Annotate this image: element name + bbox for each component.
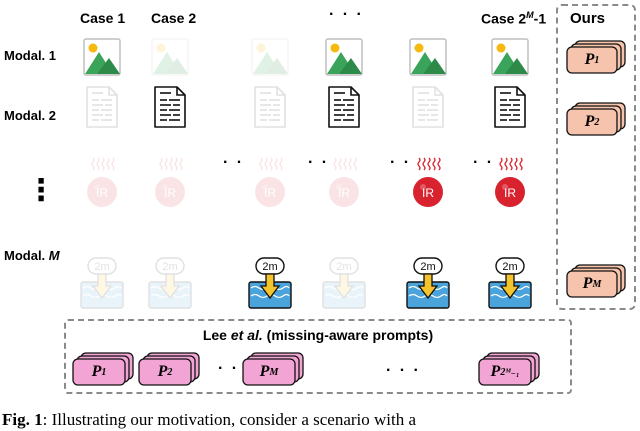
ir-label: IR (338, 186, 350, 200)
landscape-image-icon (151, 38, 189, 76)
infrared-sensor-icon: IR (87, 157, 117, 207)
depth-water-icon: 2m (488, 257, 532, 309)
depth-label: 2m (502, 261, 517, 273)
ir-label: IR (422, 186, 434, 200)
figure-caption: Fig. 1: Illustrating our motivation, con… (2, 410, 417, 429)
header-case-2: Case 2 (151, 10, 197, 26)
depth-label: 2m (162, 261, 177, 273)
document-icon (254, 86, 286, 128)
row-label-modal-2: Modal. 2 (4, 108, 57, 123)
depth-label: 2m (262, 261, 277, 273)
depth-label: 2m (420, 261, 435, 273)
depth-label: 2m (336, 261, 351, 273)
landscape-image-icon (491, 38, 529, 76)
lee-title: Lee et al. (missing-aware prompts) (202, 327, 434, 343)
ir-label: IR (96, 186, 108, 200)
depth-water-icon: 2m (148, 257, 192, 309)
row-label-vdots: ⋮ (26, 174, 56, 207)
infrared-sensor-icon: IR (155, 157, 185, 207)
header-ellipsis: · · · (329, 6, 364, 23)
infrared-sensor-icon: IR (255, 157, 285, 207)
document-icon (494, 86, 526, 128)
lee-dots-small: · · (218, 360, 240, 377)
between-dots-1: · · (223, 154, 245, 171)
ours-panel (556, 4, 636, 310)
between-dots-2: · · (308, 154, 330, 171)
row-label-modal-m: Modal. M (4, 248, 60, 263)
document-icon (86, 86, 118, 128)
between-dots-4: · · (473, 154, 495, 171)
depth-water-icon: 2m (80, 257, 124, 309)
header-ours: Ours (570, 10, 606, 27)
header-last-case: Case 2M-1 (481, 10, 547, 27)
lee-panel: Lee et al. (missing-aware prompts) (64, 319, 572, 394)
row-label-modal-1: Modal. 1 (4, 48, 57, 63)
landscape-image-icon (83, 38, 121, 76)
infrared-sensor-icon: IR (413, 157, 443, 207)
infrared-sensor-icon: IR (329, 157, 359, 207)
depth-water-icon: 2m (248, 257, 292, 309)
document-icon (412, 86, 444, 128)
lee-dots-wide: · · · (386, 362, 421, 379)
between-dots-3: · · (390, 154, 412, 171)
depth-water-icon: 2m (406, 257, 450, 309)
document-icon (154, 86, 186, 128)
document-icon (328, 86, 360, 128)
landscape-image-icon (325, 38, 363, 76)
depth-label: 2m (94, 261, 109, 273)
ir-label: IR (504, 186, 516, 200)
landscape-image-icon (409, 38, 447, 76)
ir-label: IR (164, 186, 176, 200)
header-case-1: Case 1 (80, 10, 126, 26)
depth-water-icon: 2m (322, 257, 366, 309)
ir-label: IR (264, 186, 276, 200)
landscape-image-icon (251, 38, 289, 76)
infrared-sensor-icon: IR (495, 157, 525, 207)
